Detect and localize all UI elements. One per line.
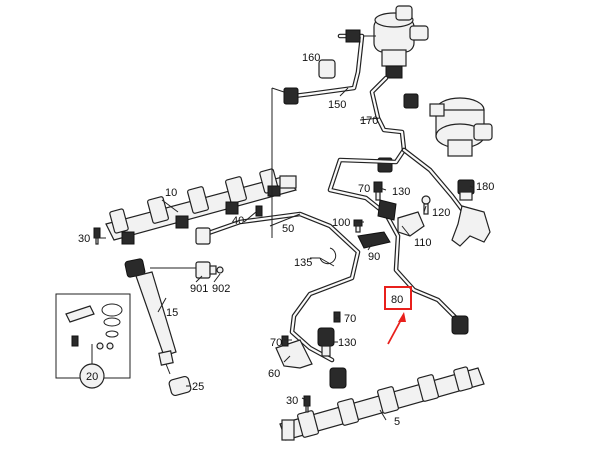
fuel-rail-5 [279, 366, 485, 441]
nut-170 [403, 93, 419, 109]
label-10: 10 [165, 187, 177, 199]
clip-90 [357, 231, 391, 249]
bolt-40 [255, 205, 263, 217]
bolt-100 [353, 219, 363, 233]
label-15: 15 [166, 307, 178, 319]
label-5: 5 [394, 416, 400, 428]
seal-kit-20-box [55, 293, 131, 389]
fitting-120-bracket [451, 205, 491, 247]
bolt-120 [421, 195, 431, 215]
label-50: 50 [282, 223, 294, 235]
label-902: 902 [212, 283, 230, 295]
label-25: 25 [192, 381, 204, 393]
leader-lines [94, 87, 475, 421]
label-100: 100 [332, 217, 350, 229]
label-160: 160 [302, 52, 320, 64]
label-40: 40 [232, 215, 244, 227]
bolt-30-upper [93, 227, 101, 245]
bolt-30-lower [303, 395, 311, 413]
bolt-70-lower-left [281, 335, 289, 347]
bolt-70-upper [373, 181, 383, 201]
label-70-upper: 70 [358, 183, 370, 195]
highlight-box-80 [384, 286, 412, 310]
fuel-rail-10 [105, 168, 297, 245]
label-60: 60 [268, 368, 280, 380]
nut-150 [283, 87, 299, 105]
bolt-70-lower-right [333, 311, 341, 323]
clamp-130-lower [317, 327, 335, 357]
label-90: 90 [368, 251, 380, 263]
label-30-upper: 30 [78, 233, 90, 245]
label-901: 901 [190, 283, 208, 295]
label-70-lower-left: 70 [270, 337, 282, 349]
high-pressure-pump-right [429, 97, 493, 157]
label-170: 170 [360, 115, 378, 127]
label-20: 20 [86, 371, 98, 383]
clamp-130-upper [377, 199, 397, 221]
line-110 [401, 147, 467, 215]
part-labels: 160 150 170 10 30 40 50 70 130 180 120 1… [78, 52, 494, 428]
seal-25 [168, 375, 192, 397]
label-30-lower: 30 [286, 395, 298, 407]
highlight-arrow [387, 312, 406, 345]
label-70-lower-right: 70 [344, 313, 356, 325]
high-pressure-pump-top [364, 5, 429, 79]
connector-901 [195, 261, 224, 279]
label-180: 180 [476, 181, 494, 193]
sleeve-160 [318, 59, 336, 79]
label-130-lower: 130 [338, 337, 356, 349]
label-135: 135 [294, 257, 312, 269]
label-130-upper: 130 [392, 186, 410, 198]
bracket-110 [397, 211, 425, 237]
label-110: 110 [414, 237, 432, 249]
label-80: 80 [391, 294, 403, 306]
nut-80 [451, 315, 469, 335]
nut-50-lower [329, 367, 347, 389]
label-150: 150 [328, 99, 346, 111]
clamp-135 [319, 247, 337, 267]
label-120: 120 [432, 207, 450, 219]
injector-15 [124, 258, 200, 375]
